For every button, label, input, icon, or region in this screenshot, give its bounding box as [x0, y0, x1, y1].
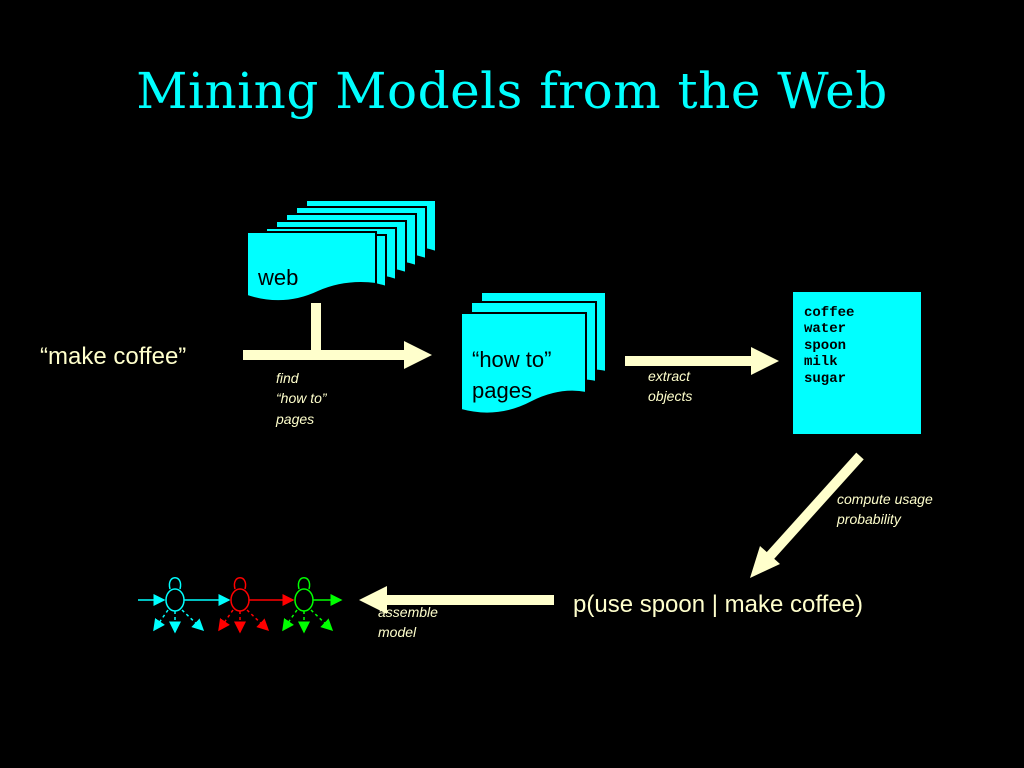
extract-arrow: [625, 347, 779, 375]
assemble-label-line1: assemble: [378, 604, 438, 620]
compute-label-line1: compute usage: [837, 491, 933, 507]
extract-label-line2: objects: [648, 388, 692, 404]
emission-edge: [218, 609, 234, 632]
emission-edge: [153, 609, 169, 632]
extract-label-line1: extract: [648, 368, 691, 384]
probability-text: p(use spoon | make coffee): [573, 591, 863, 618]
self-loop-red: [233, 577, 247, 590]
find-arrow: [243, 303, 432, 369]
slide-title: Mining Models from the Web: [136, 62, 888, 120]
object-item: water: [804, 321, 846, 337]
self-loop-green: [297, 577, 311, 590]
model-state-green: [294, 588, 314, 612]
emission-edge: [181, 609, 205, 632]
emission-edge: [310, 609, 334, 632]
assemble-label-line2: model: [378, 624, 417, 640]
object-item: coffee: [804, 305, 854, 321]
compute-arrow: [750, 452, 864, 578]
howto-label-line2: pages: [472, 378, 532, 403]
object-item: spoon: [804, 338, 846, 354]
model-state-cyan: [165, 588, 185, 612]
query-text: “make coffee”: [40, 343, 186, 370]
howto-label-line1: “how to”: [472, 347, 551, 372]
find-label-line1: find: [276, 370, 300, 386]
model-state-red: [230, 588, 250, 612]
web-label: web: [257, 265, 298, 290]
howto-document-stack: “how to” pages: [460, 291, 607, 415]
markov-model-graphic: [138, 577, 343, 634]
object-item: milk: [804, 354, 838, 370]
web-document-stack: web: [246, 199, 437, 303]
self-loop-cyan: [168, 577, 182, 590]
find-label-line2: “how to”: [276, 390, 328, 406]
object-item: sugar: [804, 371, 846, 387]
object-list-box: coffee water spoon milk sugar: [793, 292, 921, 434]
emission-edge: [282, 609, 298, 632]
compute-label-line2: probability: [836, 511, 902, 527]
assemble-arrow: [359, 586, 554, 614]
find-label-line3: pages: [275, 411, 314, 427]
emission-edge: [246, 609, 270, 632]
